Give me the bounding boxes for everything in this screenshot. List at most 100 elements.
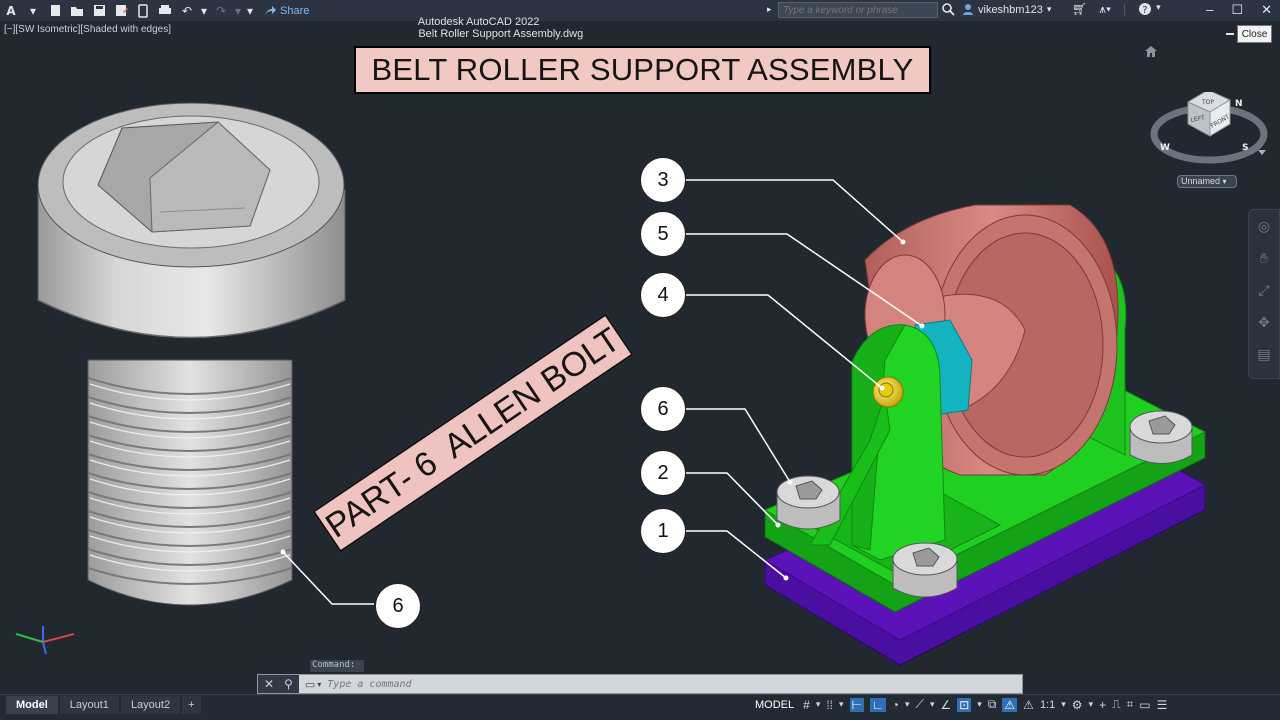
search-expand-icon[interactable]: ▸ xyxy=(767,4,772,14)
print-icon[interactable] xyxy=(156,2,174,20)
close-icon[interactable]: ✕ xyxy=(1261,2,1272,17)
pan-icon[interactable]: ✋︎ xyxy=(1260,249,1268,266)
cart-icon[interactable]: 🛒︎ xyxy=(1072,2,1088,16)
assembly-model[interactable] xyxy=(763,204,1207,666)
autocad-logo[interactable]: A xyxy=(6,3,16,18)
tab-layout2[interactable]: Layout2 xyxy=(120,696,181,714)
bolt-head-front-left[interactable] xyxy=(776,475,841,530)
close-command-line-icon[interactable]: ✕ xyxy=(264,677,275,691)
app-name: Autodesk AutoCAD 2022 xyxy=(417,16,540,28)
viewport-minimize-icon[interactable] xyxy=(1226,33,1234,35)
title-banner-text: BELT ROLLER SUPPORT ASSEMBLY xyxy=(371,52,914,87)
recent-commands-dropdown-icon: ▾ xyxy=(317,679,322,689)
isodraft-dropdown-icon[interactable]: ▾ xyxy=(929,699,935,709)
grid-dropdown-icon[interactable]: ▾ xyxy=(815,699,821,709)
share-icon xyxy=(265,6,276,15)
ucs-menu[interactable]: Unnamed ▾ xyxy=(1177,175,1237,188)
search-icon[interactable] xyxy=(941,2,955,16)
polar-icon[interactable]: ◔ xyxy=(891,697,899,712)
redo-dropdown-icon[interactable]: ▾ xyxy=(234,3,242,18)
separator: | xyxy=(1123,2,1127,16)
tab-layout1[interactable]: Layout1 xyxy=(59,696,119,714)
assembly-leaders xyxy=(686,179,923,579)
share-button[interactable]: Share xyxy=(264,5,309,17)
annotation-autoscale-icon[interactable]: ⚠︎ xyxy=(1023,697,1034,712)
webmobile-icon[interactable] xyxy=(134,2,152,20)
maximize-icon[interactable]: ☐ xyxy=(1231,2,1244,17)
isodraft-icon[interactable]: ⟋ xyxy=(915,697,924,711)
open-icon[interactable] xyxy=(68,2,86,20)
home-icon[interactable] xyxy=(1144,45,1158,58)
bolt-head-front-right[interactable] xyxy=(892,542,958,598)
ucs-icon xyxy=(15,626,75,655)
steering-wheel-icon[interactable]: ◎ xyxy=(1257,217,1271,234)
command-line-controls: ✕ ⚲ xyxy=(258,675,299,693)
compass-w[interactable]: W xyxy=(1160,143,1170,153)
ortho-icon[interactable]: ∟ xyxy=(870,697,886,712)
annotation-scale[interactable]: 1:1 xyxy=(1039,698,1056,711)
autodesk-apps-icon[interactable]: ⩚▾ xyxy=(1099,2,1112,16)
command-input[interactable] xyxy=(327,678,968,690)
redo-icon[interactable]: ↷ xyxy=(215,3,227,18)
units-icon[interactable]: ⎍ xyxy=(1112,697,1121,711)
gear-icon[interactable]: ⚙︎ xyxy=(1071,697,1083,712)
orbit-icon[interactable]: ✥ xyxy=(1258,313,1270,330)
graphics-performance-icon[interactable]: ▭ xyxy=(1139,697,1151,712)
save-icon[interactable] xyxy=(90,2,108,20)
model-space-toggle[interactable]: MODEL xyxy=(755,698,795,711)
3d-osnap-icon[interactable]: ⧉ xyxy=(987,697,997,711)
viewcube-left[interactable]: LEFT xyxy=(1190,115,1205,124)
help-dropdown-icon[interactable]: ▾ xyxy=(1156,2,1161,12)
leader-line xyxy=(282,551,374,605)
tab-model[interactable]: Model xyxy=(6,696,58,714)
balloon-1: 1 xyxy=(640,508,686,554)
infer-constraints-icon[interactable]: ⊢ xyxy=(849,697,864,712)
snap-dropdown-icon[interactable]: ▾ xyxy=(839,699,844,709)
undo-dropdown-icon[interactable]: ▾ xyxy=(200,3,208,18)
app-menu-dropdown-icon[interactable]: ▾ xyxy=(29,3,37,18)
help-icon[interactable]: ? xyxy=(1138,2,1152,19)
username: vikeshbm123 xyxy=(978,3,1043,16)
command-prompt-icon: ▭ xyxy=(304,678,316,691)
customize-dropdown-icon[interactable]: ▾ xyxy=(246,3,254,18)
layout-tabs: Model Layout1 Layout2 + xyxy=(6,696,201,714)
new-icon[interactable] xyxy=(46,2,64,20)
balloon-5: 5 xyxy=(640,211,686,257)
polar-dropdown-icon[interactable]: ▾ xyxy=(905,699,910,709)
annotation-visibility-icon[interactable]: ⚠︎ xyxy=(1002,697,1018,712)
recent-commands[interactable]: ▭ ▾ xyxy=(299,678,327,691)
allen-bolt-large-view[interactable] xyxy=(37,102,346,606)
balloon-6: 6 xyxy=(640,386,686,432)
viewport-controls-label[interactable]: [−][SW Isometric][Shaded with edges] xyxy=(4,24,172,35)
user-icon xyxy=(963,4,973,15)
showmotion-icon[interactable]: ▤ xyxy=(1257,345,1271,362)
viewcube[interactable]: TOP LEFT FRONT N W S xyxy=(1150,92,1268,164)
viewcube-top[interactable]: TOP xyxy=(1201,99,1214,106)
saveas-icon[interactable] xyxy=(112,2,130,20)
osnap-dropdown-icon[interactable]: ▾ xyxy=(977,699,982,709)
scale-dropdown-icon[interactable]: ▾ xyxy=(1061,699,1066,709)
customize-command-icon[interactable]: ⚲ xyxy=(284,677,293,691)
osnap-tracking-icon[interactable]: ∠ xyxy=(940,697,952,712)
grid-icon[interactable]: # xyxy=(803,697,810,712)
undo-icon[interactable]: ↶ xyxy=(181,3,193,18)
drawing-canvas[interactable] xyxy=(0,0,1280,694)
svg-text:?: ? xyxy=(1142,5,1147,16)
add-layout-button[interactable]: + xyxy=(182,696,201,714)
search-input[interactable] xyxy=(778,2,938,18)
workspace-dropdown-icon[interactable]: ▾ xyxy=(1088,699,1094,709)
annotation-monitor-icon[interactable]: + xyxy=(1099,697,1107,712)
compass-n[interactable]: N xyxy=(1235,99,1243,109)
isolate-objects-icon[interactable]: ⌗ xyxy=(1126,697,1134,711)
bolt-head-back-right[interactable] xyxy=(1129,410,1193,464)
compass-s[interactable]: S xyxy=(1242,143,1248,153)
zoom-icon[interactable]: ⤢ xyxy=(1258,281,1270,298)
balloon-4: 4 xyxy=(640,272,686,318)
user-account[interactable]: vikeshbm123 ▾ xyxy=(962,3,1051,16)
command-history: Command: xyxy=(310,660,364,672)
clean-screen-icon[interactable]: ☰ xyxy=(1156,697,1168,712)
osnap-icon[interactable]: ⊡ xyxy=(957,697,972,712)
snap-icon[interactable]: ⁞⁞ xyxy=(826,697,834,712)
minimize-icon[interactable]: – xyxy=(1206,2,1214,17)
